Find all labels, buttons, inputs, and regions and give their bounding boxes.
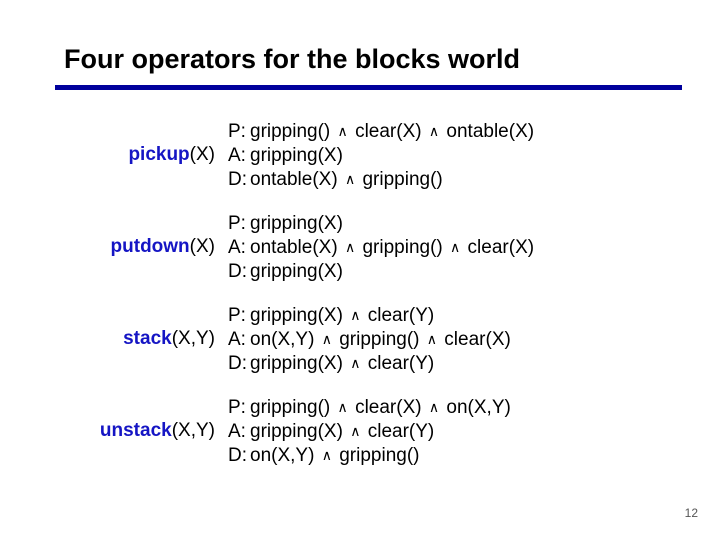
delete-line: D:on(X,Y) ∧ gripping() [228, 444, 511, 468]
operator-arguments: (X) [189, 236, 215, 257]
add-text: gripping(X) ∧ clear(Y) [250, 421, 435, 442]
page-number: 12 [684, 506, 698, 520]
precondition-text: gripping() ∧ clear(X) ∧ on(X,Y) [250, 397, 511, 418]
delete-label: D: [228, 169, 247, 190]
operator-identifier: stack [123, 328, 172, 349]
operator-arguments: (X,Y) [171, 420, 215, 441]
delete-label: D: [228, 353, 247, 374]
add-line: A:ontable(X) ∧ gripping() ∧ clear(X) [228, 236, 534, 260]
precondition-label: P: [228, 305, 246, 326]
precondition-line: P:gripping(X) ∧ clear(Y) [228, 304, 511, 328]
delete-label: D: [228, 445, 247, 466]
operator-table: pickup(X) P:gripping() ∧ clear(X) ∧ onta… [0, 112, 720, 476]
add-line: A:gripping(X) ∧ clear(Y) [228, 420, 511, 444]
add-label: A: [228, 145, 246, 166]
add-label: A: [228, 329, 246, 350]
conjunction-symbol: ∧ [344, 239, 356, 255]
add-text: gripping(X) [250, 145, 343, 166]
operator-effects: P:gripping() ∧ clear(X) ∧ on(X,Y) A:grip… [228, 396, 511, 468]
precondition-line: P:gripping(X) [228, 212, 534, 236]
operator-name-unstack: unstack(X,Y) [0, 420, 215, 442]
add-text: on(X,Y) ∧ gripping() ∧ clear(X) [250, 329, 511, 350]
conjunction-symbol: ∧ [321, 331, 332, 347]
operator-effects: P:gripping() ∧ clear(X) ∧ ontable(X) A:g… [228, 120, 534, 192]
title-underline-rule [55, 85, 682, 90]
add-line: A:gripping(X) [228, 144, 534, 168]
operator-arguments: (X) [189, 144, 215, 165]
delete-line: D:gripping(X) ∧ clear(Y) [228, 352, 511, 376]
delete-line: D:gripping(X) [228, 260, 534, 284]
conjunction-symbol: ∧ [350, 355, 361, 371]
conjunction-symbol: ∧ [337, 123, 348, 139]
operator-row: stack(X,Y) P:gripping(X) ∧ clear(Y) A:on… [0, 296, 720, 388]
operator-arguments: (X,Y) [171, 328, 215, 349]
add-line: A:on(X,Y) ∧ gripping() ∧ clear(X) [228, 328, 511, 352]
operator-effects: P:gripping(X) A:ontable(X) ∧ gripping() … [228, 212, 534, 284]
delete-label: D: [228, 261, 247, 282]
add-label: A: [228, 421, 246, 442]
conjunction-symbol: ∧ [344, 171, 356, 187]
conjunction-symbol: ∧ [428, 123, 440, 139]
precondition-label: P: [228, 213, 246, 234]
add-text: ontable(X) ∧ gripping() ∧ clear(X) [250, 237, 535, 258]
delete-text: gripping(X) ∧ clear(Y) [250, 353, 435, 374]
conjunction-symbol: ∧ [426, 331, 438, 347]
delete-text: on(X,Y) ∧ gripping() [250, 445, 420, 466]
precondition-label: P: [228, 397, 246, 418]
operator-effects: P:gripping(X) ∧ clear(Y) A:on(X,Y) ∧ gri… [228, 304, 511, 376]
operator-name-stack: stack(X,Y) [0, 328, 215, 350]
operator-name-putdown: putdown(X) [0, 236, 215, 258]
operator-name-pickup: pickup(X) [0, 144, 215, 166]
delete-text: gripping(X) [250, 261, 343, 282]
delete-line: D:ontable(X) ∧ gripping() [228, 168, 534, 192]
precondition-line: P:gripping() ∧ clear(X) ∧ on(X,Y) [228, 396, 511, 420]
conjunction-symbol: ∧ [428, 399, 440, 415]
precondition-text: gripping() ∧ clear(X) ∧ ontable(X) [250, 121, 535, 142]
operator-row: putdown(X) P:gripping(X) A:ontable(X) ∧ … [0, 204, 720, 296]
conjunction-symbol: ∧ [350, 307, 361, 323]
operator-row: pickup(X) P:gripping() ∧ clear(X) ∧ onta… [0, 112, 720, 204]
precondition-text: gripping(X) [250, 213, 343, 234]
page-title: Four operators for the blocks world [64, 44, 521, 74]
operator-identifier: unstack [99, 420, 172, 441]
precondition-label: P: [228, 121, 246, 142]
conjunction-symbol: ∧ [321, 447, 332, 463]
add-label: A: [228, 237, 246, 258]
delete-text: ontable(X) ∧ gripping() [250, 169, 443, 190]
conjunction-symbol: ∧ [450, 239, 461, 255]
operator-identifier: pickup [128, 144, 190, 165]
operator-identifier: putdown [110, 236, 190, 257]
conjunction-symbol: ∧ [350, 423, 361, 439]
operator-row: unstack(X,Y) P:gripping() ∧ clear(X) ∧ o… [0, 388, 720, 476]
precondition-line: P:gripping() ∧ clear(X) ∧ ontable(X) [228, 120, 534, 144]
precondition-text: gripping(X) ∧ clear(Y) [250, 305, 435, 326]
conjunction-symbol: ∧ [337, 399, 348, 415]
